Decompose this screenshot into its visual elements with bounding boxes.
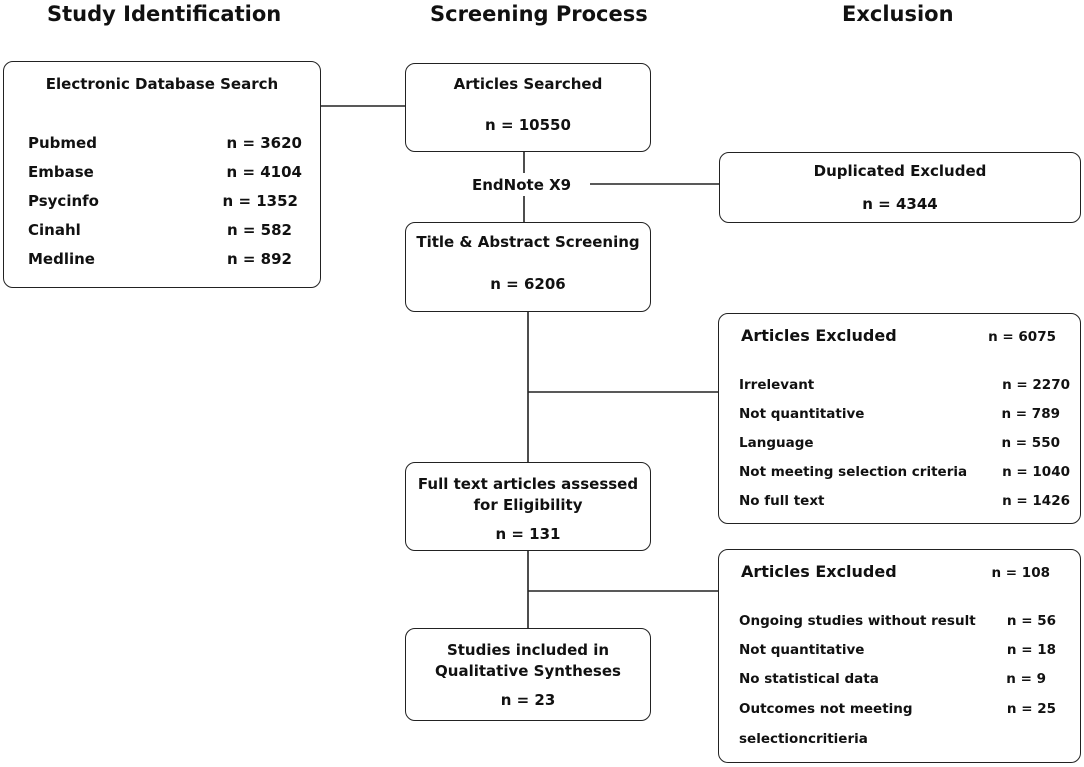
source-count: n = 4104 bbox=[226, 163, 302, 181]
exclusion-reason: Ongoing studies without result bbox=[739, 613, 976, 629]
title-abstract-count: n = 6206 bbox=[490, 275, 566, 293]
excluded-2-title: Articles Excluded bbox=[741, 562, 897, 581]
header-screening-process: Screening Process bbox=[430, 2, 648, 26]
exclusion-count: n = 550 bbox=[1001, 435, 1060, 451]
duplicates-title: Duplicated Excluded bbox=[813, 162, 987, 180]
source-name: Medline bbox=[28, 250, 95, 268]
full-text-count: n = 131 bbox=[495, 525, 561, 543]
included-box: Studies included in Qualitative Synthese… bbox=[405, 628, 651, 721]
exclusion-count: n = 25 bbox=[1006, 701, 1056, 717]
source-name: Cinahl bbox=[28, 221, 81, 239]
included-count: n = 23 bbox=[500, 691, 556, 709]
exclusion-reason: Not quantitative bbox=[739, 642, 865, 658]
duplicates-count: n = 4344 bbox=[862, 195, 938, 213]
exclusion-count: n = 9 bbox=[1006, 671, 1046, 687]
excluded-box-1: Articles Excluded n = 6075 Irrelevant n … bbox=[718, 313, 1081, 524]
exclusion-reason: Outcomes not meeting bbox=[739, 701, 913, 717]
header-study-identification: Study Identification bbox=[47, 2, 282, 26]
endnote-label: EndNote X9 bbox=[472, 176, 572, 194]
exclusion-reason: No full text bbox=[739, 493, 825, 509]
exclusion-reason: Irrelevant bbox=[739, 377, 815, 393]
articles-searched-title: Articles Searched bbox=[453, 75, 603, 93]
full-text-box: Full text articles assessed for Eligibil… bbox=[405, 462, 651, 551]
exclusion-count: n = 1040 bbox=[1002, 464, 1070, 480]
duplicates-box: Duplicated Excluded n = 4344 bbox=[719, 152, 1081, 223]
articles-searched-box: Articles Searched n = 10550 bbox=[405, 63, 651, 152]
exclusion-count: n = 2270 bbox=[1002, 377, 1070, 393]
included-title-line1: Studies included in bbox=[446, 641, 610, 659]
exclusion-reason-continued: selectioncritieria bbox=[739, 731, 868, 747]
excluded-box-2: Articles Excluded n = 108 Ongoing studie… bbox=[718, 549, 1081, 763]
source-name: Pubmed bbox=[28, 134, 97, 152]
included-title-line2: Qualitative Syntheses bbox=[435, 662, 621, 680]
source-count: n = 582 bbox=[226, 221, 292, 239]
excluded-1-count: n = 6075 bbox=[988, 329, 1056, 345]
articles-searched-count: n = 10550 bbox=[485, 116, 571, 134]
header-exclusion: Exclusion bbox=[842, 2, 954, 26]
exclusion-count: n = 18 bbox=[1006, 642, 1056, 658]
excluded-2-count: n = 108 bbox=[991, 565, 1050, 581]
source-count: n = 1352 bbox=[222, 192, 298, 210]
excluded-1-title: Articles Excluded bbox=[741, 326, 897, 345]
full-text-title-line2: for Eligibility bbox=[473, 496, 583, 514]
source-count: n = 892 bbox=[226, 250, 292, 268]
exclusion-reason: Not meeting selection criteria bbox=[739, 464, 968, 480]
exclusion-reason: Language bbox=[739, 435, 814, 451]
exclusion-count: n = 56 bbox=[1006, 613, 1056, 629]
title-abstract-box: Title & Abstract Screening n = 6206 bbox=[405, 222, 651, 312]
database-search-title: Electronic Database Search bbox=[45, 75, 279, 93]
source-count: n = 3620 bbox=[226, 134, 302, 152]
exclusion-count: n = 789 bbox=[1001, 406, 1060, 422]
exclusion-reason: Not quantitative bbox=[739, 406, 865, 422]
full-text-title-line1: Full text articles assessed bbox=[417, 475, 639, 493]
source-name: Psycinfo bbox=[28, 192, 99, 210]
exclusion-count: n = 1426 bbox=[1002, 493, 1070, 509]
source-name: Embase bbox=[28, 163, 94, 181]
title-abstract-title: Title & Abstract Screening bbox=[416, 233, 640, 251]
exclusion-reason: No statistical data bbox=[739, 671, 879, 687]
database-search-box: Electronic Database Search Pubmed n = 36… bbox=[3, 61, 321, 288]
